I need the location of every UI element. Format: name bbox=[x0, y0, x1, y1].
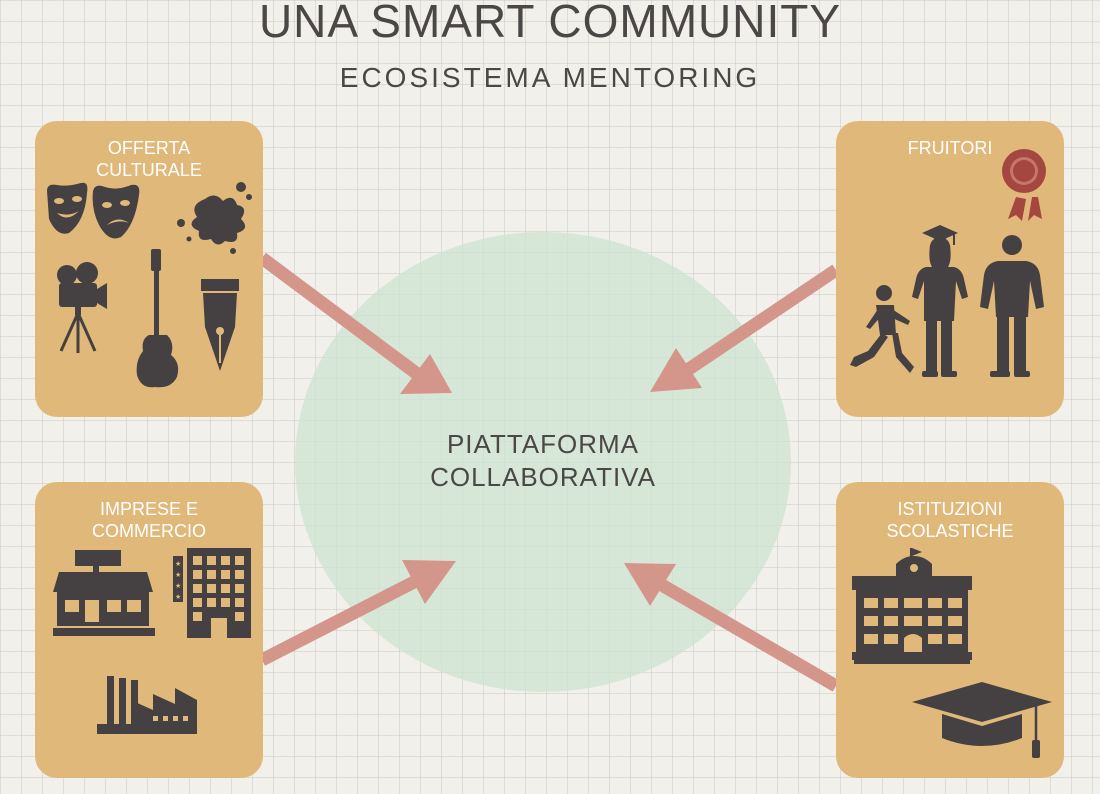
svg-text:★: ★ bbox=[175, 571, 181, 579]
theater-masks-icon bbox=[47, 182, 140, 239]
card-istituzioni-label-line2: SCOLASTICHE bbox=[886, 521, 1014, 541]
arrow-offerta bbox=[258, 252, 452, 394]
platform-label-line2: COLLABORATIVA bbox=[430, 462, 656, 492]
arrow-imprese bbox=[259, 560, 456, 666]
page-subtitle: ECOSISTEMA MENTORING bbox=[339, 62, 761, 93]
film-camera-icon bbox=[57, 262, 107, 353]
card-offerta-label-line2: CULTURALE bbox=[96, 160, 202, 180]
factory-icon bbox=[97, 676, 197, 734]
card-imprese-label-line2: COMMERCIO bbox=[92, 521, 206, 541]
svg-text:★: ★ bbox=[175, 582, 181, 590]
card-imprese-commercio: IMPRESE E COMMERCIO bbox=[35, 482, 263, 778]
card-istituzioni-label-line1: ISTITUZIONI bbox=[897, 499, 1003, 519]
page-title: UNA SMART COMMUNITY bbox=[258, 0, 842, 47]
card-offerta-label: OFFERTA CULTURALE bbox=[35, 137, 263, 181]
school-building-icon bbox=[852, 548, 972, 664]
svg-text:★: ★ bbox=[175, 560, 181, 568]
shop-icon bbox=[53, 550, 155, 636]
platform-label: PIATTAFORMA COLLABORATIVA bbox=[343, 428, 743, 494]
card-offerta-culturale: OFFERTA CULTURALE bbox=[35, 121, 263, 417]
award-rosette-icon bbox=[1002, 149, 1046, 221]
card-imprese-label: IMPRESE E COMMERCIO bbox=[35, 498, 263, 542]
card-imprese-icons: ★ ★ ★ ★ bbox=[53, 548, 251, 734]
man-icon bbox=[980, 235, 1044, 377]
card-fruitori-icons bbox=[850, 149, 1046, 377]
card-fruitori-label: FRUITORI bbox=[836, 137, 1064, 159]
card-fruitori-label-line1: FRUITORI bbox=[907, 138, 993, 158]
card-fruitori: FRUITORI bbox=[836, 121, 1064, 417]
graduate-woman-icon bbox=[912, 225, 968, 377]
arrow-istituzioni bbox=[624, 563, 840, 692]
card-istituzioni-label: ISTITUZIONI SCOLASTICHE bbox=[836, 498, 1064, 542]
ink-splat-icon bbox=[177, 182, 252, 254]
card-istituzioni-icons bbox=[852, 548, 1052, 758]
card-istituzioni-scolastiche: ISTITUZIONI SCOLASTICHE bbox=[836, 482, 1064, 778]
arrow-fruitori bbox=[650, 264, 840, 392]
graduation-cap-icon bbox=[912, 682, 1052, 758]
card-offerta-label-line1: OFFERTA bbox=[107, 138, 191, 158]
running-child-icon bbox=[850, 285, 914, 373]
hotel-icon: ★ ★ ★ ★ bbox=[173, 548, 251, 638]
platform-label-line1: PIATTAFORMA bbox=[446, 429, 640, 459]
electric-guitar-icon bbox=[136, 249, 179, 388]
card-offerta-icons bbox=[47, 182, 252, 388]
fountain-pen-icon bbox=[201, 279, 239, 371]
svg-text:★: ★ bbox=[175, 593, 181, 601]
card-imprese-label-line1: IMPRESE E bbox=[99, 499, 199, 519]
